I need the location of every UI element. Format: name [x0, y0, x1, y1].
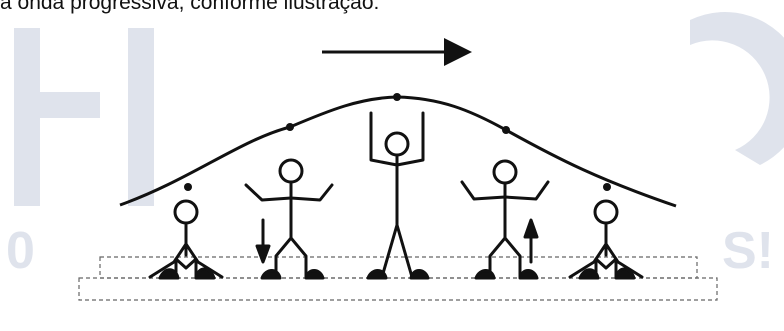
person-half-up	[460, 159, 550, 280]
watermark-bar-right	[128, 28, 154, 206]
person-crouching-1	[148, 199, 224, 280]
watermark-bar-cross	[40, 92, 100, 118]
bleacher-step-lower	[78, 277, 718, 301]
watermark-fragment-left: 0	[6, 222, 35, 280]
wave-point	[393, 93, 401, 101]
watermark-bar-left	[14, 28, 40, 206]
wave-points	[184, 93, 611, 191]
watermark: 0 S!	[6, 11, 784, 280]
wave-point	[502, 126, 510, 134]
bleacher-step-upper	[99, 256, 698, 279]
person-crouching-2	[568, 199, 644, 280]
watermark-fragment-right: S!	[722, 222, 774, 280]
person-standing	[366, 111, 430, 280]
bleachers	[78, 256, 718, 301]
wave-point	[184, 183, 192, 191]
person-half-down	[244, 158, 334, 280]
direction-arrow	[322, 38, 472, 66]
wave-point	[603, 183, 611, 191]
caption-text: a onda progressiva, conforme ilustração:	[0, 0, 380, 14]
wave-point	[286, 123, 294, 131]
watermark-arc	[690, 11, 784, 165]
